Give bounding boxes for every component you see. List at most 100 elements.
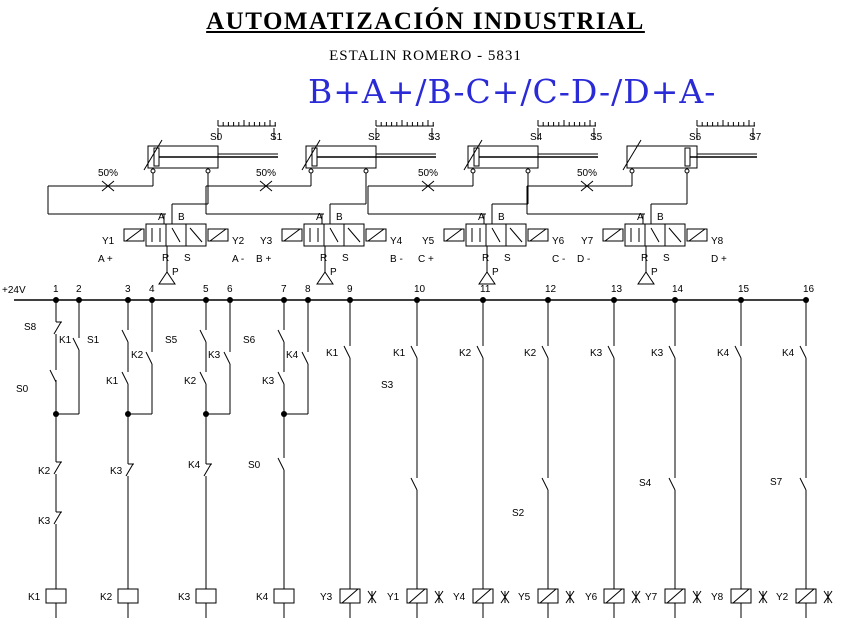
exhaust-s-label: S (663, 253, 670, 264)
coil-label: Y1 (387, 592, 400, 603)
solenoid-right (686, 228, 708, 242)
label-sensor-contact: S7 (770, 477, 783, 488)
rung-number: 16 (803, 284, 815, 295)
no-contact (410, 477, 418, 491)
no-contact (541, 345, 549, 359)
valve-arrow (491, 227, 501, 243)
solenoid-diag (529, 228, 547, 242)
valve-block (624, 223, 646, 247)
page-title: AUTOMATIZACIÓN INDUSTRIAL (206, 8, 645, 35)
movement-left-label: D - (577, 254, 590, 265)
indicator (823, 590, 833, 604)
pressure-label: P (492, 267, 499, 278)
cushion-arrow (622, 139, 642, 171)
solenoid-right (207, 228, 229, 242)
coil-label: K3 (178, 592, 191, 603)
pressure-source (158, 271, 176, 285)
no-contact (799, 345, 807, 359)
sensor-label-right: S3 (428, 132, 441, 143)
solenoid-diag (539, 588, 557, 604)
coil-label: Y5 (518, 592, 531, 603)
no-contact (199, 329, 207, 343)
label-s0-d: S0 (248, 460, 261, 471)
label-k2-nc: K2 (38, 466, 51, 477)
flow-restrictor (421, 180, 435, 192)
cylinder-piston (684, 147, 691, 167)
exhaust-r-label: R (162, 253, 169, 264)
solenoid-diag (283, 228, 301, 242)
sensor-label-left: S0 (210, 132, 223, 143)
indicator (500, 590, 510, 604)
cushion-arrow (143, 139, 163, 171)
rung-number: 11 (480, 284, 491, 295)
solenoid-diag (688, 228, 706, 242)
exhaust-s-label: S (342, 253, 349, 264)
coil-label: Y6 (585, 592, 598, 603)
rung-number: 1 (53, 284, 59, 295)
valve-arrow (650, 227, 660, 243)
solenoid-right (365, 228, 387, 242)
rung-number: 6 (227, 284, 233, 295)
sensor-label-left: S2 (368, 132, 381, 143)
solenoid-diag (474, 588, 492, 604)
relay-coil (117, 588, 139, 604)
movement-right-label: B - (390, 254, 403, 265)
terminal (525, 168, 531, 174)
label-sensor-contact: S2 (512, 508, 525, 519)
no-contact (799, 477, 807, 491)
rung-number: 13 (611, 284, 623, 295)
flow-restrictor (580, 180, 594, 192)
coil-left-label: Y5 (422, 236, 435, 247)
coil-left-label: Y1 (102, 236, 115, 247)
movement-right-label: D + (711, 254, 727, 265)
rung-number: 12 (545, 284, 557, 295)
exhaust-s-label: S (504, 253, 511, 264)
label-sensor-contact: S4 (639, 478, 652, 489)
relay-coil (195, 588, 217, 604)
label-output-contact: K2 (524, 348, 537, 359)
rung-number: 9 (347, 284, 353, 295)
pressure-label: P (172, 267, 179, 278)
port-a-label: A (316, 212, 323, 223)
no-contact (343, 345, 351, 359)
solenoid-diag (445, 228, 463, 242)
coil-right-label: Y2 (232, 236, 245, 247)
cylinder-piston (153, 147, 160, 167)
nc-contact (203, 463, 212, 477)
valve-block (343, 223, 365, 247)
port-b-label: B (657, 212, 664, 223)
port-a-label: A (637, 212, 644, 223)
no-contact (277, 371, 285, 385)
label-s1: S1 (87, 335, 100, 346)
sensor-label-right: S5 (590, 132, 603, 143)
port-a-label: A (158, 212, 165, 223)
solenoid-diag (605, 588, 623, 604)
coil-label: Y8 (711, 592, 724, 603)
cylinder-piston (311, 147, 318, 167)
coil-right-label: Y4 (390, 236, 403, 247)
coil-label: Y3 (320, 592, 333, 603)
indicator (692, 590, 702, 604)
no-contact (121, 371, 129, 385)
flow-percent: 50% (98, 168, 118, 179)
movement-right-label: C - (552, 254, 565, 265)
cylinder-piston (473, 147, 480, 167)
flow-percent: 50% (577, 168, 597, 179)
label-output-contact: K2 (459, 348, 472, 359)
exhaust-s-label: S (184, 253, 191, 264)
pressure-source (316, 271, 334, 285)
rung-number: 10 (414, 284, 426, 295)
valve-block (465, 223, 487, 247)
rung-number: 8 (305, 284, 311, 295)
coil-label: K4 (256, 592, 269, 603)
no-contact (145, 351, 153, 365)
label-sensor-contact: S3 (381, 380, 394, 391)
indicator (758, 590, 768, 604)
terminal (470, 168, 476, 174)
flow-restrictor (259, 180, 273, 192)
no-contact (734, 345, 742, 359)
rung-number: 5 (203, 284, 209, 295)
coil-label: Y2 (776, 592, 789, 603)
indicator (631, 590, 641, 604)
